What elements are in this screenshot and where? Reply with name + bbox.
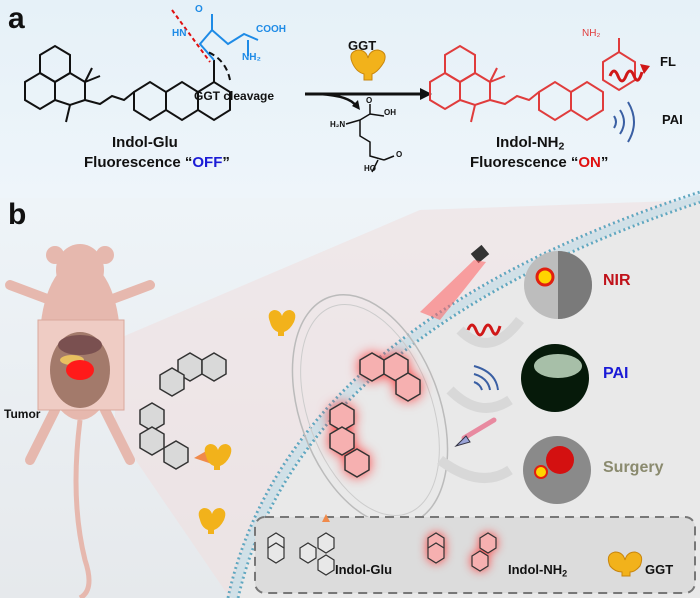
- reactant-name: Indol-Glu: [112, 134, 178, 151]
- legend-label-ggt: GGT: [645, 562, 674, 577]
- ho-label: HO: [364, 164, 376, 173]
- glutamate-byproduct: [345, 104, 395, 173]
- signal-pai-label: PAI: [662, 112, 683, 127]
- output-arrow-surgery: [437, 455, 513, 483]
- signal-fl-label: FL: [660, 54, 676, 69]
- legend-indol-glu-icon: [267, 532, 335, 576]
- pai-image: [521, 344, 589, 412]
- product-name: Indol-NH2: [496, 134, 565, 153]
- output-label-nir: NIR: [603, 272, 631, 289]
- surgery-image: [523, 436, 591, 504]
- oh-label: OH: [384, 108, 396, 117]
- nir-wavy-arrow-icon: [466, 323, 502, 337]
- ggt-enzyme-icon: [204, 444, 232, 470]
- panel-a: [0, 0, 700, 198]
- output-label-pai: PAI: [603, 365, 629, 382]
- output-arrow-pai: [446, 386, 513, 413]
- scalpel-icon: [454, 417, 497, 448]
- product-state: Fluorescence “ON”: [470, 154, 609, 171]
- legend-indol-nh2-icon: [427, 532, 497, 572]
- h2n-label: H₂N: [330, 120, 346, 129]
- fl-wavy-arrow-icon: [608, 69, 644, 83]
- hn-label: HN: [172, 28, 187, 39]
- o1-label: O: [366, 96, 373, 105]
- nh2-label: NH₂: [242, 52, 261, 63]
- legend-label-indol-nh2: Indol-NH2: [508, 562, 568, 579]
- amine-label: NH₂: [582, 28, 601, 39]
- indol-glu-probe: [139, 352, 227, 470]
- panel-a-letter: a: [8, 2, 25, 35]
- laser-beam: [420, 260, 486, 320]
- laser-icon: [470, 244, 490, 264]
- panel-a-structures: [24, 9, 650, 173]
- tumor-spot: [66, 360, 94, 380]
- indol-nh2-activated: [329, 352, 421, 478]
- ggt-enzyme-icon: [350, 49, 386, 81]
- tumor-label: Tumor: [4, 407, 41, 421]
- panel-b-letter: b: [8, 198, 27, 231]
- membrane-outer: [226, 190, 700, 598]
- cleavage-line: [171, 9, 211, 63]
- mouse-illustration: [5, 244, 155, 598]
- pai-sound-wave-icon: [613, 101, 635, 143]
- legend-label-indol-glu: Indol-Glu: [335, 562, 393, 577]
- ggt-cleavage-label: GGT cleavage: [194, 89, 275, 103]
- glu-group: [198, 14, 259, 61]
- legend-ggt-icon: [607, 551, 643, 577]
- cooh-label: COOH: [256, 24, 286, 35]
- enzyme-label: GGT: [348, 38, 377, 53]
- ggt-enzyme-icon: [198, 508, 226, 534]
- output-arrow-nir: [456, 316, 524, 348]
- output-label-surgery: Surgery: [603, 459, 664, 476]
- pai-sound-wave-icon: [473, 365, 499, 391]
- nir-image: [524, 251, 592, 319]
- o2-label: O: [396, 150, 403, 159]
- o-label: O: [195, 4, 203, 15]
- indol-glu-structure: [24, 44, 231, 123]
- cleavage-arrow: [207, 51, 231, 81]
- reactant-state: Fluorescence “OFF”: [84, 154, 230, 171]
- ggt-enzyme-icon: [268, 310, 296, 336]
